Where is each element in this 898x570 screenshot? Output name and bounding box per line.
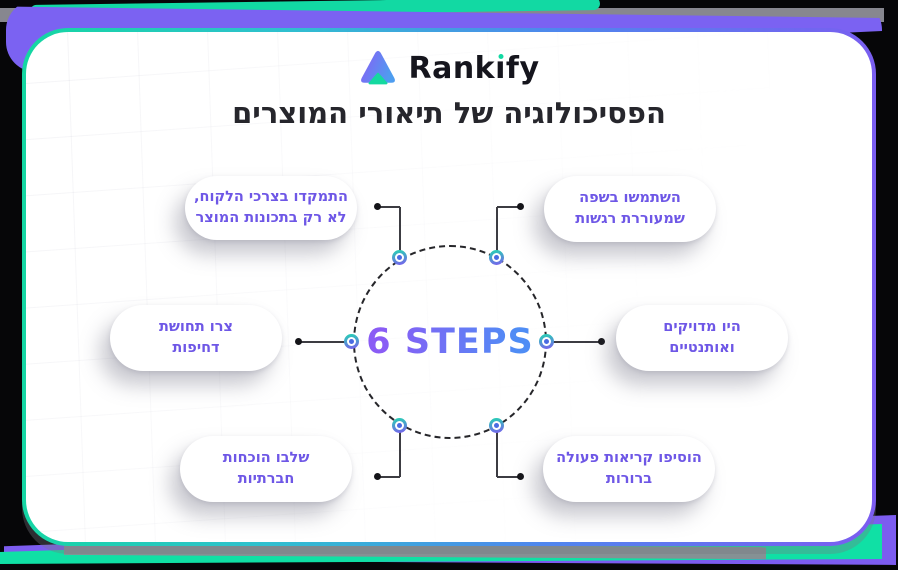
circle-node-icon [344, 334, 359, 349]
step-pill-customer-needs: התמקדו בצרכי הלקוח, לא רק בתכונות המוצר [185, 176, 357, 240]
connector-line [496, 207, 498, 253]
node-core [397, 255, 402, 260]
step-text-line: דחיפות [172, 340, 220, 356]
connector-line [399, 207, 401, 253]
connector-line [377, 476, 400, 478]
step-text-line: השתמשו בשפה [579, 189, 681, 206]
step-pill-urgency: צרו תחושת דחיפות [110, 305, 282, 371]
step-text-line: לא רק בתכונות המוצר [195, 210, 347, 226]
step-pill-emotional-language: השתמשו בשפה שמעוררת רגשות [544, 176, 716, 242]
node-inner [492, 253, 501, 262]
connector-endpoint-dot [295, 338, 302, 345]
node-core [494, 255, 499, 260]
node-core [544, 339, 549, 344]
logo-i-dot-icon [498, 53, 504, 59]
step-text-line: שמעוררת רגשות [575, 211, 685, 227]
circle-node-icon [392, 250, 407, 265]
step-text-line: הוסיפו קריאות פעולה [556, 449, 702, 466]
node-inner [492, 421, 501, 430]
connector-endpoint-dot [374, 473, 381, 480]
node-core [397, 423, 402, 428]
connector-line [377, 206, 400, 208]
connector-endpoint-dot [517, 473, 524, 480]
connector-line [547, 341, 601, 343]
step-pill-authenticity: היו מדויקים ואותנטיים [616, 305, 788, 371]
node-inner [347, 337, 356, 346]
node-core [494, 423, 499, 428]
page-title: הפסיכולוגיה של תיאורי המוצרים [232, 96, 666, 130]
rankify-triangle-icon [361, 50, 396, 85]
connector-endpoint-dot [517, 203, 524, 210]
step-pill-call-to-action: הוסיפו קריאות פעולה ברורות [543, 436, 715, 502]
connector-endpoint-dot [374, 203, 381, 210]
step-text-line: התמקדו בצרכי הלקוח, [194, 188, 349, 205]
step-text-line: ברורות [605, 471, 653, 487]
step-pill-social-proof: שלבו הוכחות חברתיות [180, 436, 352, 502]
node-inner [395, 253, 404, 262]
step-text-line: ואותנטיים [669, 340, 735, 356]
steps-circle: 6 STEPS [353, 245, 547, 439]
connector-line [497, 476, 520, 478]
connector-line [299, 341, 352, 343]
connector-line [399, 431, 401, 477]
steps-count-label: 6 STEPS [366, 322, 534, 362]
node-inner [395, 421, 404, 430]
wordmark-i: ı [495, 51, 506, 86]
circle-node-icon [392, 418, 407, 433]
step-text-line: צרו תחושת [159, 318, 233, 335]
connector-endpoint-dot [598, 338, 605, 345]
connector-line [496, 431, 498, 477]
circle-node-icon [489, 250, 504, 265]
step-text-line: היו מדויקים [663, 318, 741, 335]
circle-node-icon [489, 418, 504, 433]
wordmark-part: Rank [408, 50, 496, 86]
circle-node-icon [539, 334, 554, 349]
step-text-line: חברתיות [237, 471, 295, 487]
node-core [349, 339, 354, 344]
wordmark-i-glyph: ı [495, 50, 506, 86]
step-text-line: שלבו הוכחות [222, 449, 310, 466]
node-inner [542, 337, 551, 346]
wordmark-part: fy [505, 50, 540, 86]
connector-line [497, 206, 520, 208]
